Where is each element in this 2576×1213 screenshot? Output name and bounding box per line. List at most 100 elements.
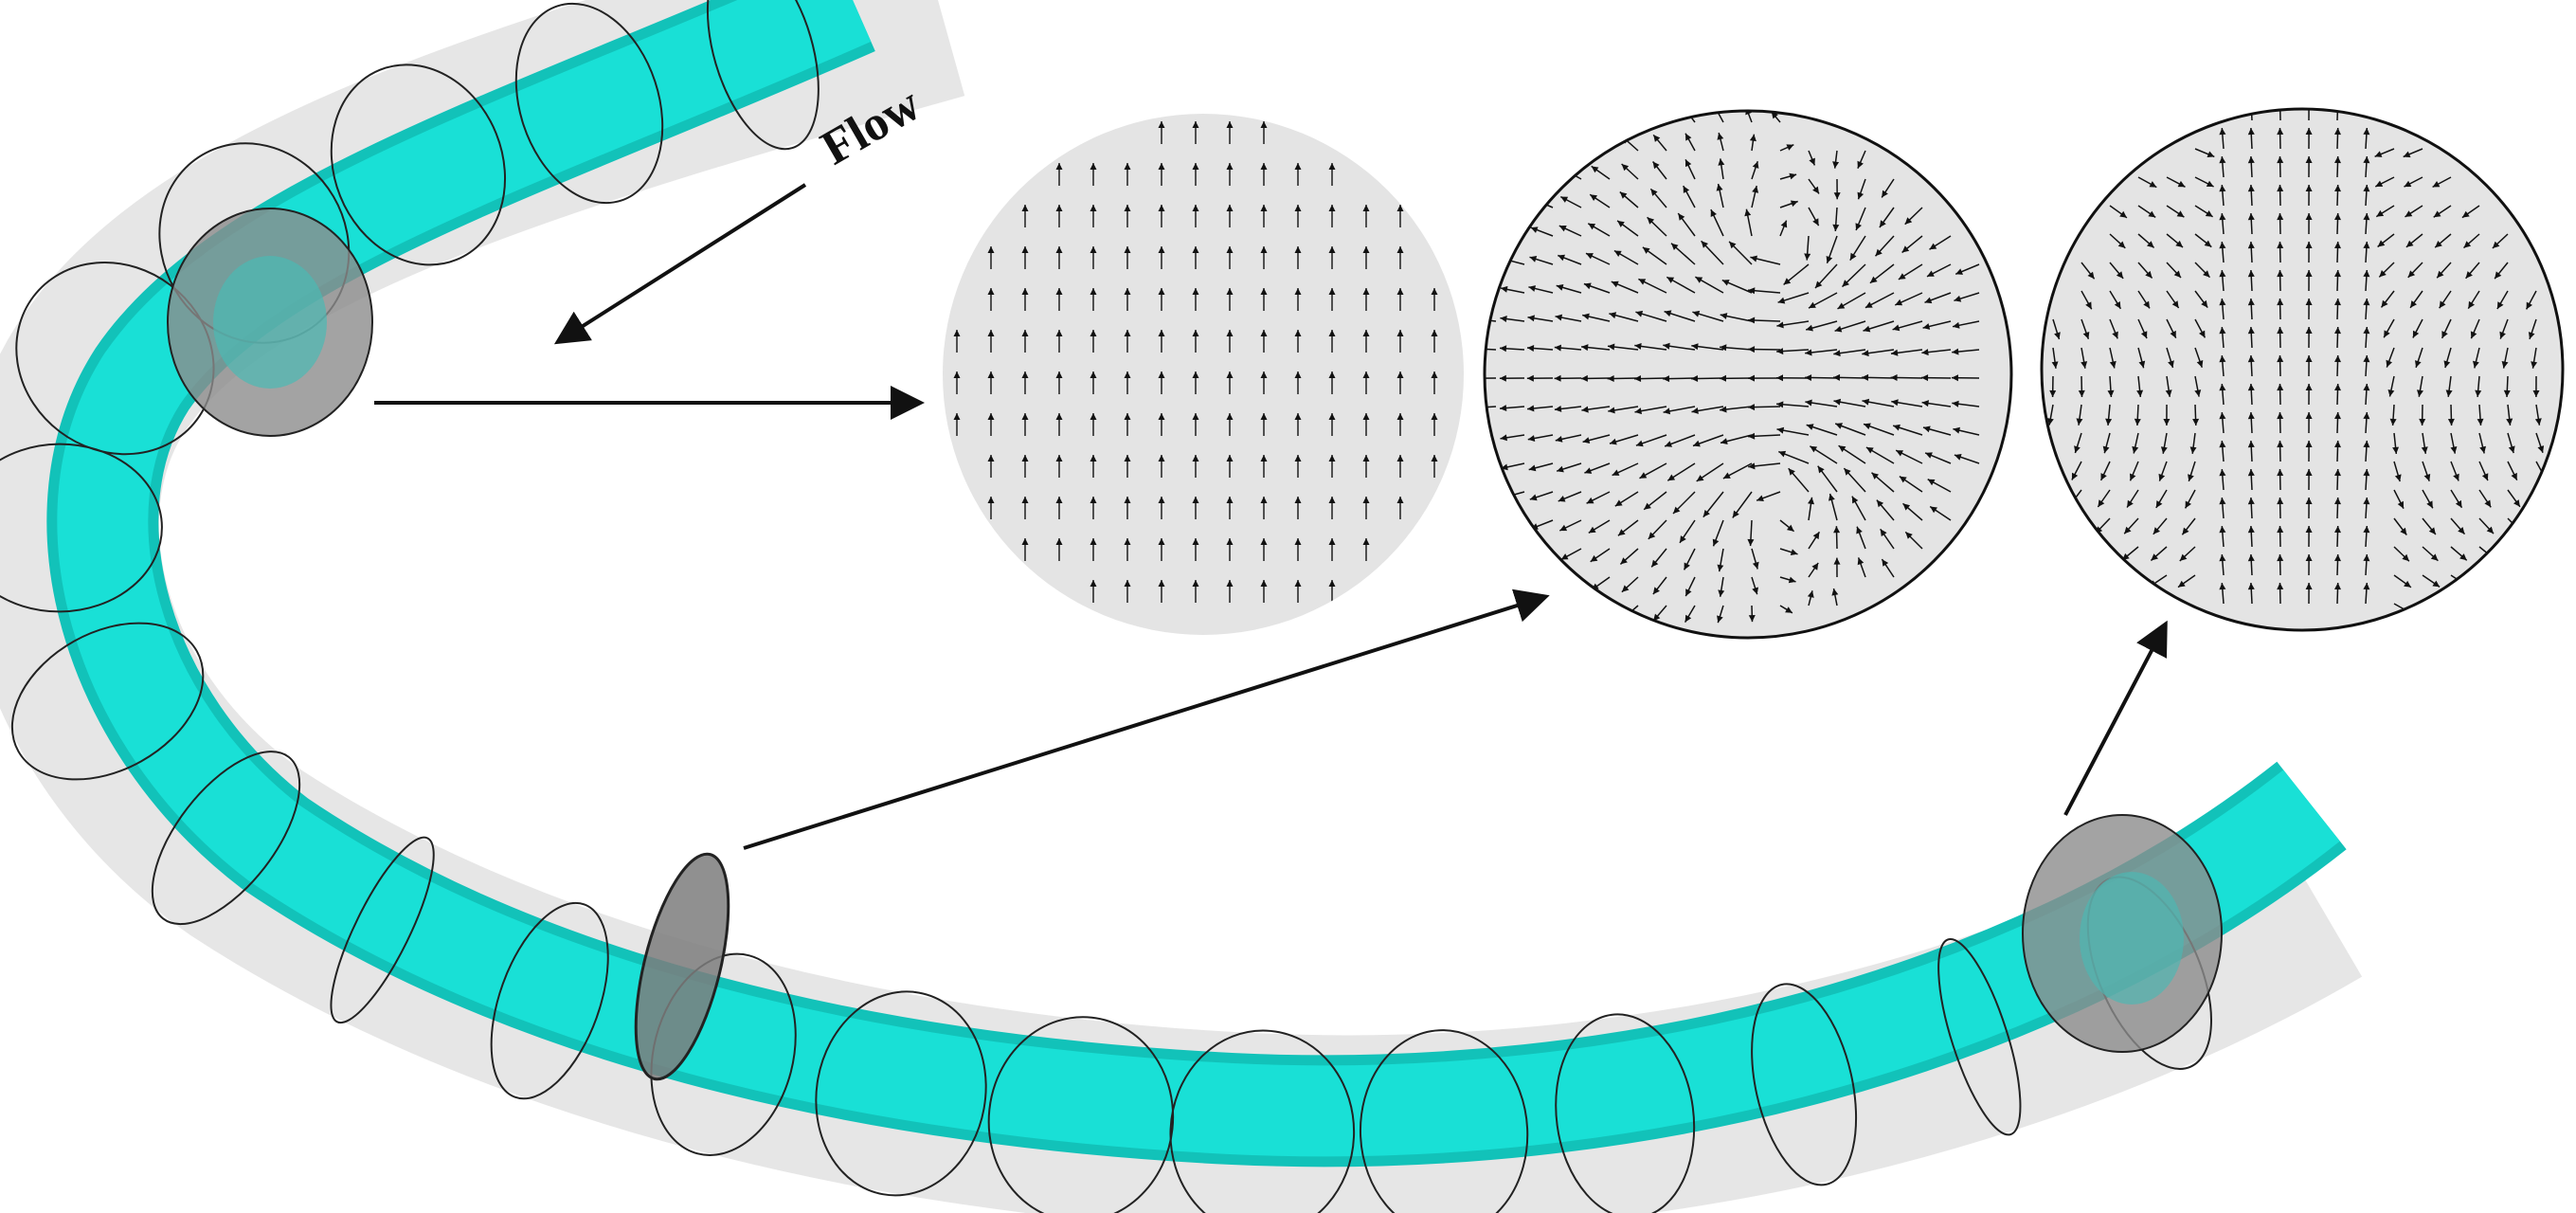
- velocity-vector-head: [1362, 497, 1370, 503]
- velocity-vector-head: [2219, 242, 2226, 249]
- velocity-vectors-uniform: [953, 121, 1438, 603]
- velocity-vector-head: [1260, 371, 1268, 378]
- pipe-ring: [15, 262, 215, 456]
- velocity-vector-head: [1650, 189, 1658, 196]
- velocity-vector-head: [2455, 499, 2462, 508]
- velocity-vector-head: [1610, 438, 1617, 445]
- velocity-vector-head: [1828, 494, 1835, 501]
- velocity-vector-head: [1921, 400, 1929, 407]
- velocity-vector-head: [2363, 327, 2370, 335]
- velocity-vector-head: [1849, 252, 1857, 261]
- velocity-vector-head: [1683, 186, 1690, 193]
- velocity-vector-head: [1671, 243, 1679, 250]
- velocity-vector-head: [1780, 220, 1788, 228]
- velocity-vector-head: [1620, 557, 1628, 565]
- velocity-vector-head: [2386, 359, 2392, 368]
- velocity-vector-head: [1090, 246, 1097, 253]
- velocity-vector-head: [1891, 349, 1899, 356]
- velocity-vector-head: [2363, 185, 2370, 192]
- velocity-vector-head: [1396, 330, 1404, 336]
- velocity-vector-head: [1158, 371, 1165, 378]
- velocity-vector-head: [1805, 399, 1812, 407]
- velocity-vector-head: [1617, 529, 1626, 536]
- velocity-vector-head: [1328, 580, 1336, 587]
- velocity-vector-head: [1685, 588, 1692, 597]
- velocity-vector-head: [2173, 270, 2181, 278]
- velocity-vector-head: [1124, 246, 1131, 253]
- pipe-ring: [815, 990, 987, 1197]
- velocity-vector-head: [2219, 156, 2226, 164]
- velocity-vector-head: [987, 497, 995, 503]
- velocity-vector-head: [1396, 371, 1404, 378]
- velocity-vector-head: [2503, 389, 2511, 397]
- velocity-vector-head: [2277, 384, 2284, 391]
- pipe-ring: [1937, 937, 2022, 1136]
- velocity-vector-head: [1954, 295, 1962, 302]
- velocity-vector-head: [1667, 474, 1676, 481]
- velocity-vector-head: [2407, 270, 2416, 278]
- velocity-vector-head: [1634, 343, 1642, 350]
- velocity-vector-head: [2124, 526, 2132, 534]
- velocity-vector-head: [1554, 406, 1562, 412]
- velocity-vector-head: [1855, 223, 1862, 230]
- velocity-vector-head: [1613, 250, 1622, 257]
- velocity-vector-head: [1124, 371, 1131, 378]
- velocity-vector-head: [1652, 587, 1660, 595]
- velocity-vector-head: [2387, 389, 2395, 397]
- velocity-vector-head: [2051, 361, 2059, 369]
- velocity-vector-head: [1582, 437, 1591, 444]
- velocity-vector-head: [2205, 210, 2213, 217]
- velocity-vector-head: [1362, 205, 1370, 211]
- velocity-vector-head: [2178, 580, 2186, 588]
- velocity-vector-head: [1588, 223, 1596, 230]
- velocity-vector-head: [1055, 413, 1063, 420]
- velocity-vector-head: [2334, 384, 2341, 391]
- pipe-ring: [330, 836, 435, 1024]
- velocity-vector: [1714, 111, 1724, 123]
- velocity-vector-head: [2116, 271, 2124, 279]
- velocity-vector-head: [1529, 494, 1538, 501]
- velocity-vector-head: [1837, 302, 1846, 309]
- velocity-vector: [1745, 111, 1753, 123]
- velocity-vector-head: [1921, 349, 1929, 356]
- velocity-vector-head: [1260, 163, 1268, 170]
- velocity-vector-head: [1652, 161, 1660, 170]
- velocity-vector-head: [1862, 373, 1869, 381]
- velocity-vector-head: [1362, 371, 1370, 378]
- velocity-vector-head: [1806, 324, 1813, 332]
- velocity-vector-head: [2054, 332, 2061, 339]
- velocity-vector-head: [2170, 330, 2176, 338]
- velocity-vector-head: [2447, 418, 2455, 425]
- velocity-vector-head: [1362, 330, 1370, 336]
- velocity-vector-head: [2219, 554, 2226, 562]
- velocity-vector-head: [2160, 446, 2168, 454]
- velocity-vector-head: [2119, 210, 2127, 218]
- cross-section-bend-inlet: [943, 114, 1464, 635]
- velocity-vector-head: [2171, 300, 2179, 308]
- velocity-vector-head: [1776, 348, 1784, 355]
- velocity-vector-head: [2046, 418, 2054, 425]
- velocity-vector-head: [1665, 441, 1672, 447]
- velocity-vector-head: [987, 288, 995, 295]
- velocity-vector-head: [1226, 371, 1234, 378]
- velocity-vector-head: [1809, 301, 1816, 309]
- velocity-vector: [1485, 317, 1497, 322]
- velocity-vector-head: [2247, 384, 2255, 391]
- velocity-vector-head: [1716, 184, 1723, 191]
- velocity-vector-head: [2277, 128, 2284, 136]
- velocity-vector-head: [2277, 327, 2284, 335]
- velocity-vector-head: [1609, 312, 1617, 319]
- velocity-vector-head: [2219, 441, 2226, 448]
- velocity-vector-head: [1294, 288, 1302, 295]
- velocity-vector-head: [1055, 538, 1063, 545]
- velocity-vector-head: [2277, 156, 2284, 164]
- sample-disk-bend-outlet: [2022, 814, 2223, 1053]
- velocity-vector-head: [2305, 242, 2313, 248]
- velocity-vector-head: [1921, 374, 1929, 382]
- velocity-vector-head: [1158, 413, 1165, 420]
- pipe-ring: [151, 751, 301, 926]
- velocity-vector-head: [1634, 375, 1642, 382]
- velocity-vector-head: [2143, 300, 2150, 309]
- velocity-vector-head: [1124, 580, 1131, 587]
- velocity-vector-head: [1586, 497, 1594, 504]
